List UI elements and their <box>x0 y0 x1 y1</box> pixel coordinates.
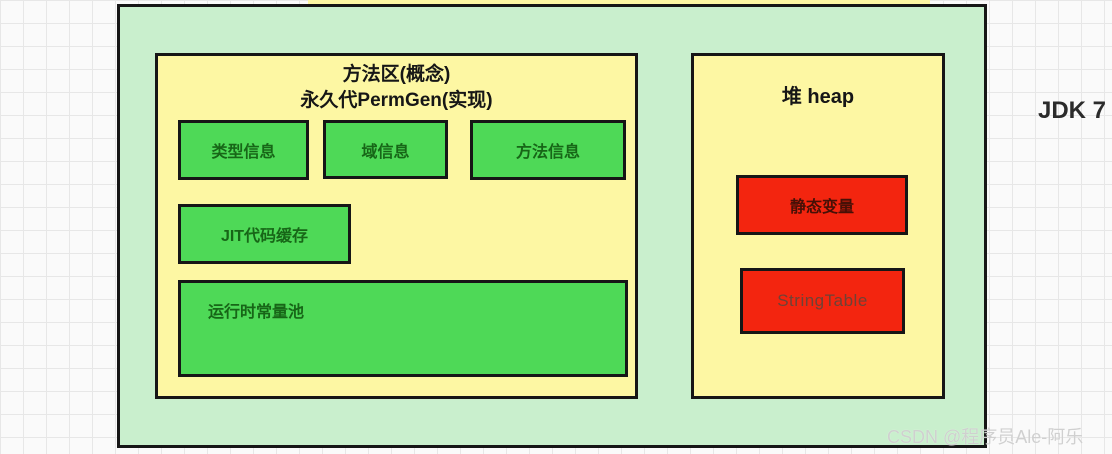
jit-code-cache-label: JIT代码缓存 <box>220 228 309 245</box>
jdk-version-label: JDK 7 <box>1038 97 1107 124</box>
string-table-box: StringTable <box>740 268 905 334</box>
watermark: CSDN @程序员Ale-阿乐 <box>887 427 1084 447</box>
type-info-label: 类型信息 <box>211 144 276 161</box>
string-table-label: StringTable <box>777 291 868 310</box>
clipped-yellow-strip <box>308 0 930 6</box>
field-info-box: 域信息 <box>323 120 448 179</box>
static-variables-box: 静态变量 <box>736 175 908 235</box>
runtime-constant-pool-box: 运行时常量池 <box>178 280 628 377</box>
jvm-memory-container: 方法区(概念) 永久代PermGen(实现) 类型信息 域信息 方法信息 JIT… <box>117 4 987 448</box>
method-info-box: 方法信息 <box>470 120 626 180</box>
method-info-label: 方法信息 <box>515 144 580 161</box>
type-info-box: 类型信息 <box>178 120 309 180</box>
method-area-title-line2: 永久代PermGen(实现) <box>300 90 493 111</box>
heap-box: 堆 heap 静态变量 StringTable <box>691 53 945 399</box>
jit-code-cache-box: JIT代码缓存 <box>178 204 351 264</box>
static-variables-label: 静态变量 <box>789 199 854 216</box>
runtime-constant-pool-label: 运行时常量池 <box>208 304 305 321</box>
heap-title: 堆 heap <box>781 86 855 108</box>
method-area-title-line1: 方法区(概念) <box>342 64 451 85</box>
field-info-label: 域信息 <box>361 143 410 161</box>
method-area-box: 方法区(概念) 永久代PermGen(实现) 类型信息 域信息 方法信息 JIT… <box>155 53 638 399</box>
method-area-title: 方法区(概念) 永久代PermGen(实现) <box>158 56 635 114</box>
